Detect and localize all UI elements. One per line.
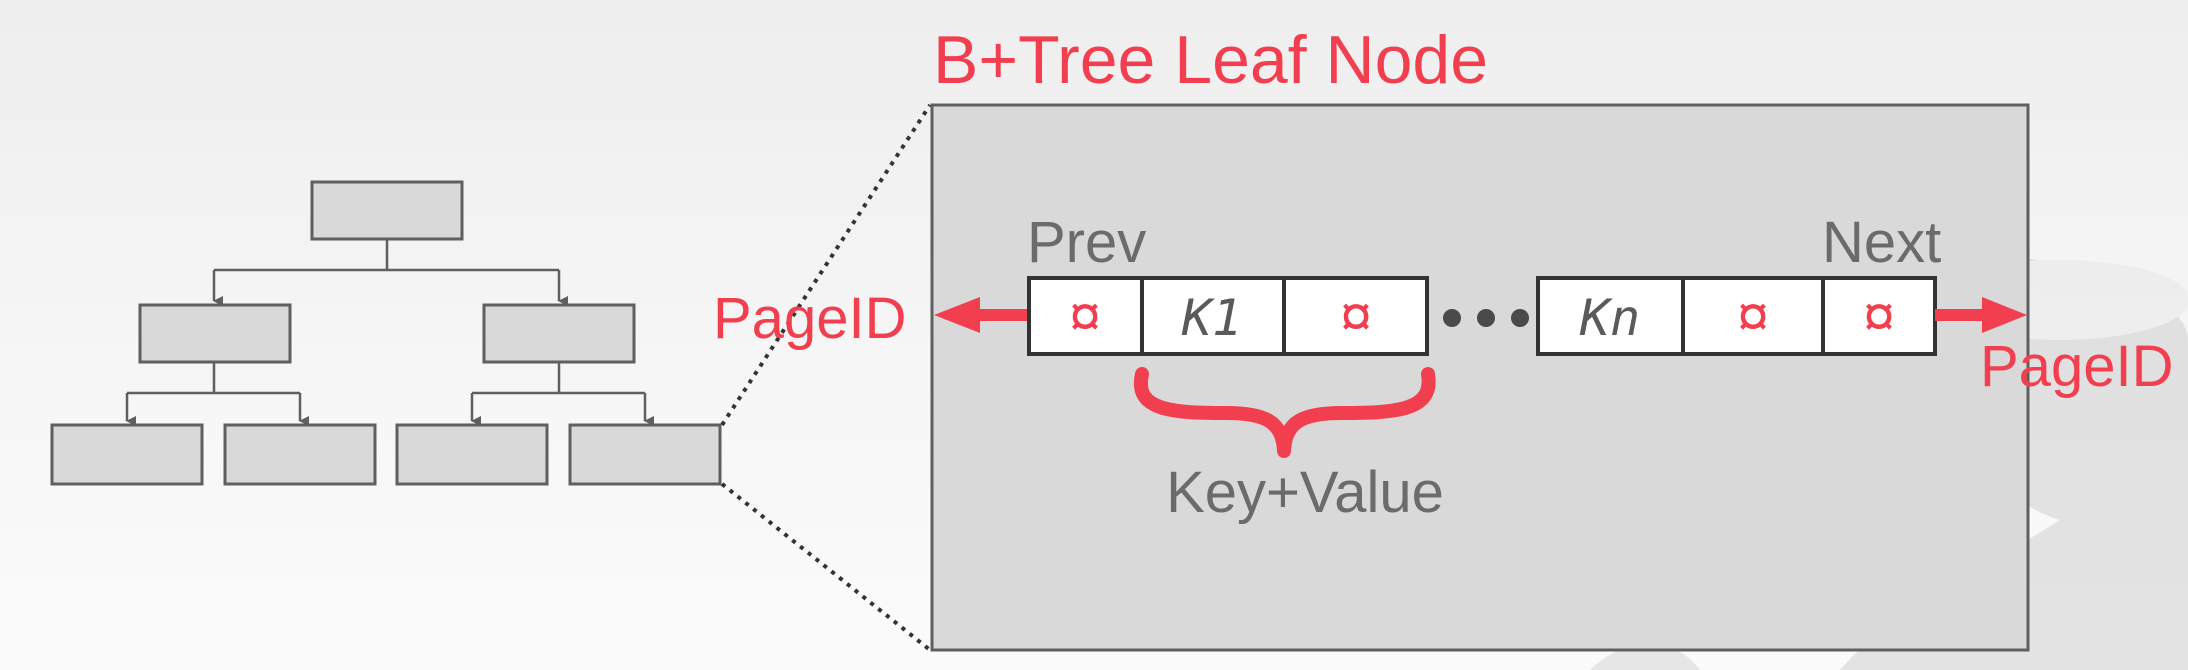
- diagram-title: B+Tree Leaf Node: [933, 22, 1488, 98]
- tree-root-node: [310, 180, 464, 241]
- leaf-node-zoom-panel: [930, 103, 2030, 652]
- key-first-label: K1: [1181, 289, 1242, 347]
- value-cell-last: [1681, 276, 1825, 356]
- tree-leaf-node-1: [50, 423, 204, 486]
- prev-label: Prev: [1027, 210, 1146, 275]
- prev-pointer-symbol: ¤: [1069, 284, 1101, 349]
- next-pointer-symbol: ¤: [1863, 284, 1895, 349]
- tree-connectors: [125, 239, 654, 426]
- right-pageid-label: PageID: [1980, 334, 2173, 399]
- tree-inner-node-left: [138, 303, 292, 364]
- key-value-label: Key+Value: [1166, 460, 1444, 525]
- tree-overview: [50, 180, 722, 486]
- left-sibling-pointer-arrow: [934, 297, 1027, 333]
- tree-leaf-node-4: [568, 423, 722, 486]
- key-last-label: Kn: [1579, 289, 1640, 347]
- zoom-lines: [720, 103, 932, 652]
- left-pageid-label: PageID: [713, 286, 906, 351]
- tree-inner-node-right: [482, 303, 636, 364]
- key-value-brace-tip: [1277, 444, 1291, 458]
- value-last-pointer-symbol: ¤: [1737, 284, 1769, 349]
- next-label: Next: [1822, 210, 1941, 275]
- tree-leaf-node-2: [223, 423, 377, 486]
- leaf-entries: ¤ K1 ¤ Kn ¤ ¤: [1027, 276, 1937, 356]
- value-cell-first: [1282, 276, 1429, 356]
- right-sibling-pointer-arrow: [1935, 297, 2027, 333]
- ellipsis-dots: [1443, 309, 1529, 327]
- prev-pointer-cell: [1027, 276, 1144, 356]
- value-first-pointer-symbol: ¤: [1340, 284, 1372, 349]
- key-cell-first: [1140, 276, 1286, 356]
- tree-leaf-node-3: [395, 423, 549, 486]
